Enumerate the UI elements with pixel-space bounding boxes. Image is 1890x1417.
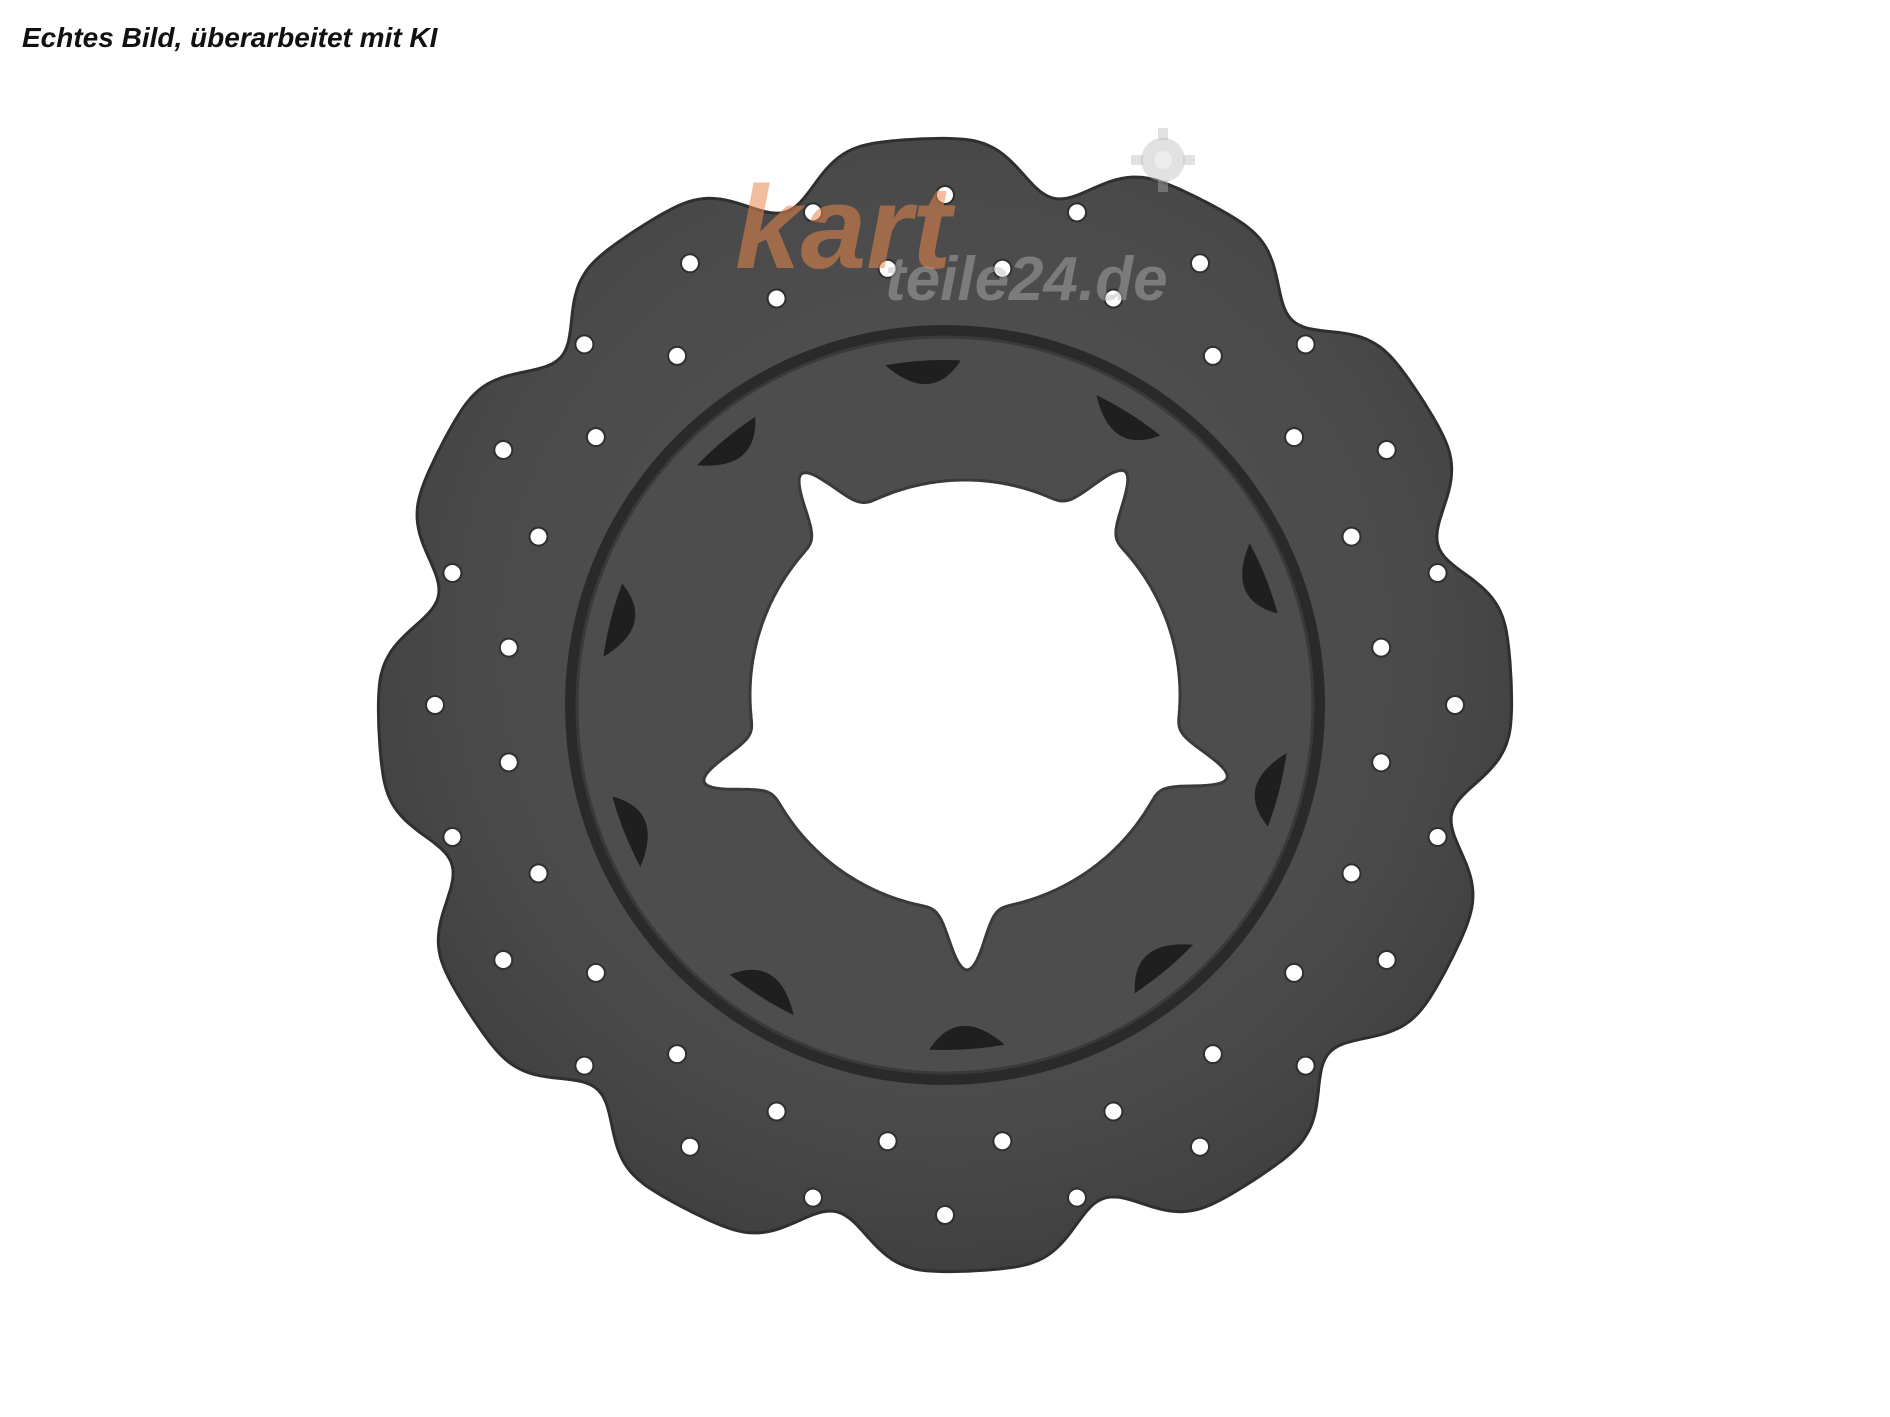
drill-hole [1190,253,1210,274]
drill-hole [803,1187,823,1208]
drill-hole [1427,827,1448,847]
floating-slot [612,796,648,867]
drill-hole [667,1044,688,1065]
drill-hole [877,258,898,279]
drill-hole [1341,863,1362,884]
drill-hole [803,202,823,223]
drill-hole [766,288,787,309]
floating-slots [603,359,1287,1050]
drill-hole [442,563,463,583]
drill-hole [574,334,595,355]
drill-hole [528,526,549,547]
drill-hole [1376,440,1397,460]
drill-hole [1067,202,1087,223]
drill-hole [585,427,606,448]
drill-hole [528,863,549,884]
drill-hole [935,1205,955,1225]
drill-hole [992,258,1013,279]
drill-hole [1103,1101,1124,1122]
drill-hole [1202,1044,1223,1065]
drill-hole [1341,526,1362,547]
hub-opening [702,468,1229,972]
drill-hole [1284,427,1305,448]
drill-hole [1376,950,1397,970]
drill-hole [1295,334,1316,355]
drill-hole [425,695,445,715]
drill-hole [680,1136,700,1157]
drill-hole [667,345,688,366]
drill-hole [935,185,955,205]
floating-slot [1242,543,1278,614]
drill-hole [493,440,514,460]
drill-hole [766,1101,787,1122]
floating-slot [885,359,961,385]
drill-hole [1427,563,1448,583]
floating-slot [603,583,636,657]
floating-slot [1096,394,1161,441]
drill-hole [1190,1136,1210,1157]
caption-text: Echtes Bild, überarbeitet mit KI [22,22,438,53]
drill-hole [1445,695,1465,715]
drill-hole [877,1131,898,1152]
drill-hole [1295,1055,1316,1076]
drill-hole [1103,288,1124,309]
floating-slot [1134,944,1194,994]
drill-holes [425,185,1465,1225]
brake-disc [376,136,1514,1274]
floating-slot [1254,753,1287,827]
drill-hole [1284,962,1305,983]
drill-hole [1371,752,1392,773]
drill-hole [1067,1187,1087,1208]
drill-hole [442,827,463,847]
drill-hole [574,1055,595,1076]
floating-slot [929,1025,1005,1050]
drill-hole [680,253,700,274]
drill-hole [498,752,519,773]
floating-slot [729,969,794,1016]
drill-hole [1371,637,1392,658]
floating-slot [696,416,756,466]
drill-hole [498,637,519,658]
drill-hole [493,950,514,970]
drill-hole [1202,345,1223,366]
drill-hole [992,1131,1013,1152]
drill-hole [585,962,606,983]
